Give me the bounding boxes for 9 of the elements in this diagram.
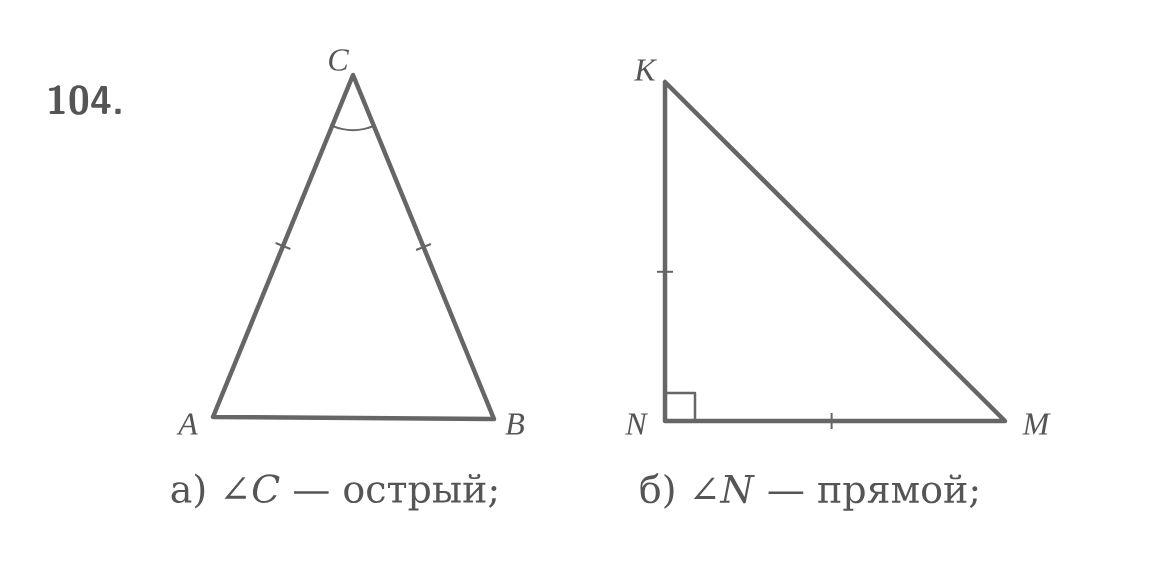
vertex-label: A: [176, 413, 198, 435]
vertex-label: M: [1022, 413, 1051, 435]
vertex-label: K: [633, 59, 658, 81]
caption: б) ∠N — прямой;: [640, 473, 978, 511]
vertex-label: N: [625, 413, 649, 435]
vertex-label: C: [329, 49, 349, 71]
vertex-label: B: [505, 413, 525, 435]
problem-number: 104.: [48, 85, 121, 115]
caption: а) ∠C — острый;: [171, 473, 497, 511]
